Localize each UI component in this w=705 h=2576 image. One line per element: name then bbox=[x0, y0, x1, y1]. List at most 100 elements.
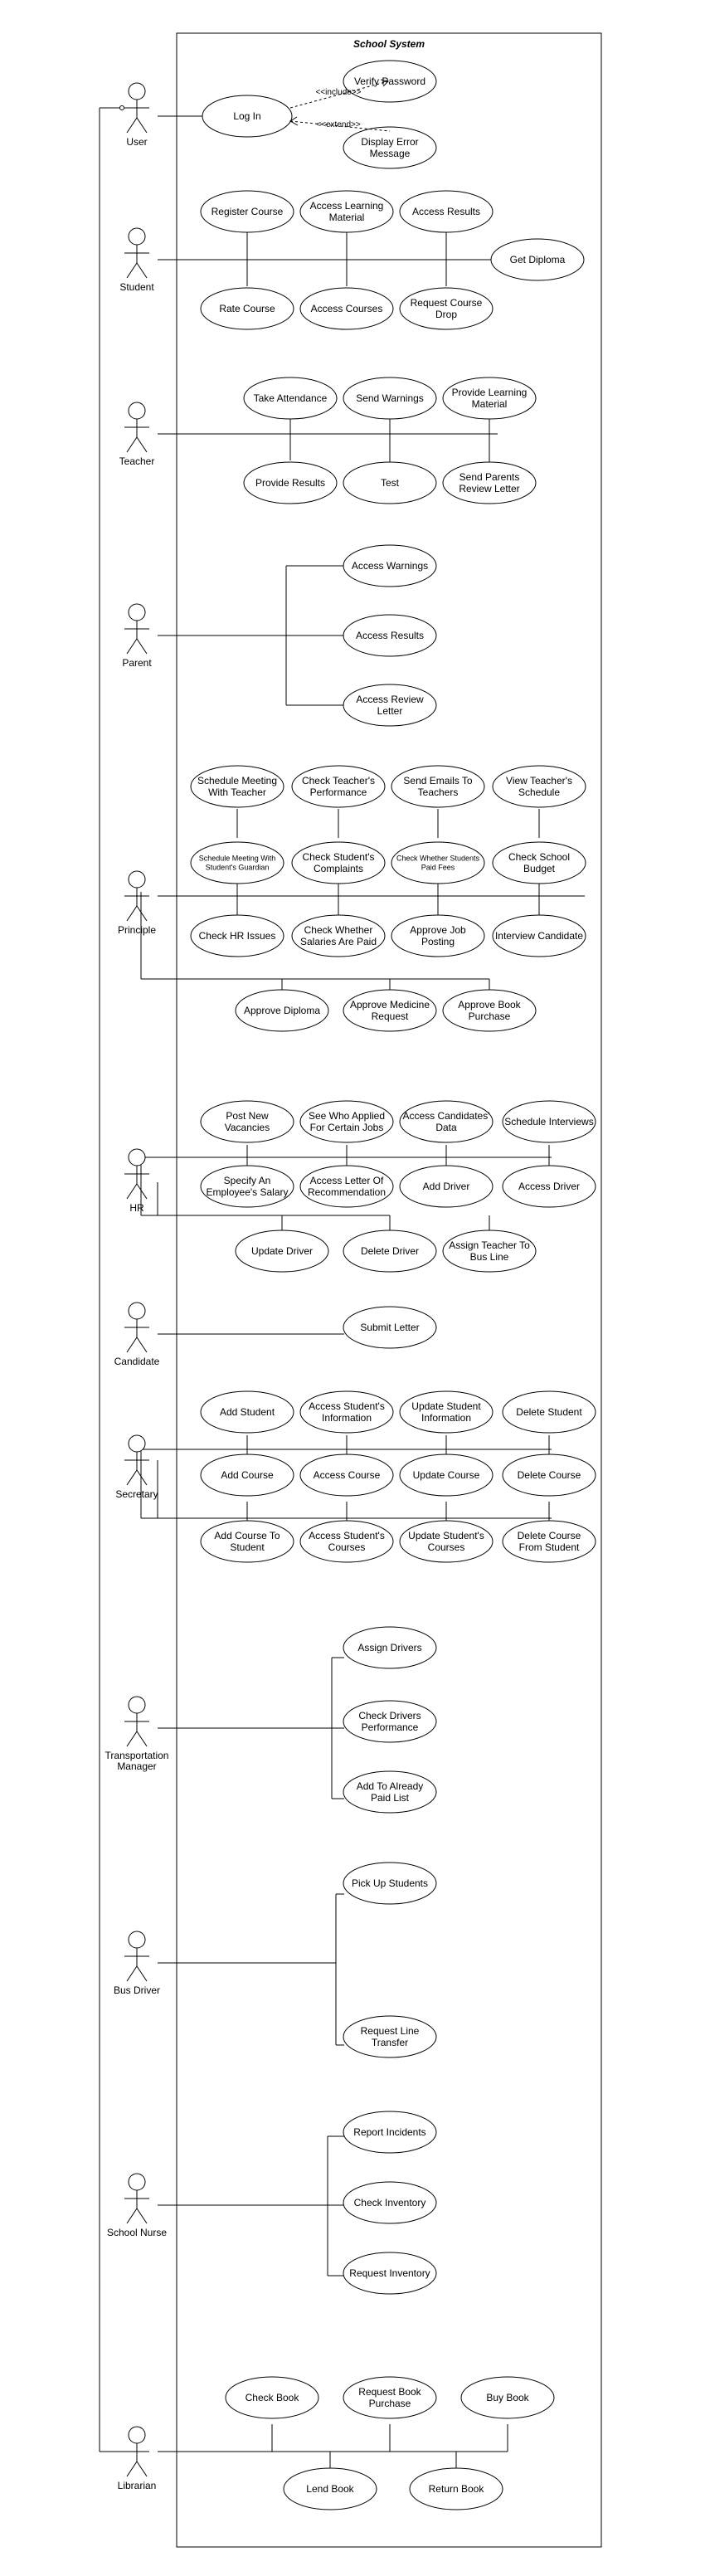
extend-label: <<extend>> bbox=[316, 120, 361, 129]
usecase-canddata: Access Candidates'Data bbox=[399, 1100, 494, 1143]
usecase-ellipse bbox=[391, 765, 485, 808]
usecase-ellipse bbox=[343, 1626, 437, 1669]
usecase-ellipse bbox=[492, 914, 586, 957]
usecase-label: Delete Course bbox=[518, 1469, 581, 1481]
usecase-ellipse bbox=[343, 1230, 437, 1273]
usecase-ellipse bbox=[502, 1100, 596, 1143]
usecase-ratecourse: Rate Course bbox=[200, 287, 294, 330]
usecase-ellipse bbox=[502, 1454, 596, 1497]
usecase-ellipse bbox=[343, 126, 437, 169]
usecase-ellipse bbox=[502, 1165, 596, 1208]
usecase-updcourse: Update Course bbox=[399, 1454, 494, 1497]
usecase-pickup: Pick Up Students bbox=[343, 1862, 437, 1905]
usecase-label: Check Book bbox=[246, 2392, 300, 2403]
usecase-pres: Access Results bbox=[343, 614, 437, 657]
usecase-label: Register Course bbox=[212, 206, 284, 217]
usecase-label: Check Teacher's bbox=[302, 775, 375, 786]
usecase-ellipse bbox=[343, 1306, 437, 1349]
usecase-label: Check HR Issues bbox=[199, 930, 276, 942]
usecase-ellipse bbox=[343, 2376, 437, 2419]
actor-leg bbox=[136, 2461, 148, 2477]
usecase-label: See Who Applied bbox=[309, 1110, 385, 1122]
extend-arrow bbox=[289, 120, 391, 132]
usecase-label: Lend Book bbox=[306, 2483, 354, 2495]
usecase-addstudent: Add Student bbox=[200, 1390, 294, 1434]
usecase-label: Material bbox=[472, 398, 508, 410]
usecase-ellipse bbox=[409, 2467, 503, 2510]
actor-leg bbox=[126, 262, 138, 279]
usecase-label: Approve Book bbox=[458, 999, 521, 1010]
usecase-label: Courses bbox=[428, 1541, 465, 1553]
usecase-label: Salaries Are Paid bbox=[300, 936, 377, 947]
usecase-label: Check School bbox=[508, 851, 570, 863]
usecase-diploma: Get Diploma bbox=[490, 238, 585, 281]
usecase-label: Access Results bbox=[412, 206, 480, 217]
actor-leg bbox=[126, 436, 138, 453]
usecase-ellipse bbox=[343, 2111, 437, 2154]
usecase-label: Performance bbox=[310, 786, 367, 798]
usecase-label: Access Courses bbox=[311, 303, 383, 314]
usecase-ellipse bbox=[225, 2376, 319, 2419]
usecase-buybook: Buy Book bbox=[460, 2376, 555, 2419]
actor-label: Student bbox=[119, 281, 154, 293]
usecase-ellipse bbox=[343, 2015, 437, 2058]
usecase-label: Add Student bbox=[220, 1406, 275, 1418]
usecase-delcourse: Delete Course bbox=[502, 1454, 596, 1497]
actor-label: Transportation bbox=[105, 1750, 169, 1761]
actor-head bbox=[128, 1931, 146, 1949]
usecase-checkbook: Check Book bbox=[225, 2376, 319, 2419]
usecase-ellipse bbox=[243, 461, 338, 504]
usecase-ellipse bbox=[200, 1390, 294, 1434]
usecase-ellipse bbox=[243, 377, 338, 420]
usecase-accresults: Access Results bbox=[399, 190, 494, 233]
usecase-ellipse bbox=[291, 914, 386, 957]
actor-leg bbox=[136, 262, 148, 279]
usecase-label: Approve Diploma bbox=[244, 1005, 320, 1016]
actor-principle: Principle bbox=[118, 870, 156, 936]
usecase-label: Schedule bbox=[518, 786, 560, 798]
actor-label: Candidate bbox=[114, 1356, 160, 1367]
usecase-ellipse bbox=[391, 914, 485, 957]
usecase-interview: Interview Candidate bbox=[492, 914, 586, 957]
usecase-label: Report Incidents bbox=[353, 2126, 425, 2138]
usecase-verify: Verify Password bbox=[343, 60, 437, 103]
usecase-ellipse bbox=[200, 190, 294, 233]
usecase-label: Check Whether bbox=[304, 924, 373, 936]
usecase-ellipse bbox=[343, 461, 437, 504]
usecase-ellipse bbox=[343, 1862, 437, 1905]
usecase-label: Budget bbox=[523, 863, 556, 874]
usecase-label: Request Inventory bbox=[349, 2267, 430, 2279]
usecase-label: Test bbox=[381, 477, 400, 489]
usecase-label: Request bbox=[372, 1010, 409, 1022]
usecase-ellipse bbox=[343, 2252, 437, 2295]
usecase-ellipse bbox=[190, 914, 284, 957]
usecase-lendbook: Lend Book bbox=[283, 2467, 377, 2510]
usecase-label: Schedule Interviews bbox=[504, 1116, 593, 1127]
usecase-label: Request Course bbox=[411, 297, 483, 309]
actor-leg bbox=[136, 905, 148, 922]
usecase-ellipse bbox=[399, 1165, 494, 1208]
usecase-ellipse bbox=[200, 287, 294, 330]
actor-leg bbox=[136, 1965, 148, 1982]
usecase-label: Update Driver bbox=[251, 1245, 313, 1257]
relations-layer: <<include>> <<extend>> bbox=[289, 79, 391, 132]
usecase-ellipse bbox=[190, 765, 284, 808]
usecase-ellipse bbox=[343, 614, 437, 657]
usecase-label: Student's Guardian bbox=[206, 864, 270, 872]
usecase-label: Check Whether Students bbox=[396, 855, 480, 863]
usecase-label: Provide Results bbox=[255, 477, 325, 489]
usecase-label: Access Student's bbox=[309, 1530, 385, 1541]
usecase-label: Paid List bbox=[371, 1792, 410, 1804]
usecase-label: Request Line bbox=[361, 2025, 420, 2037]
usecase-ellipse bbox=[299, 1165, 394, 1208]
